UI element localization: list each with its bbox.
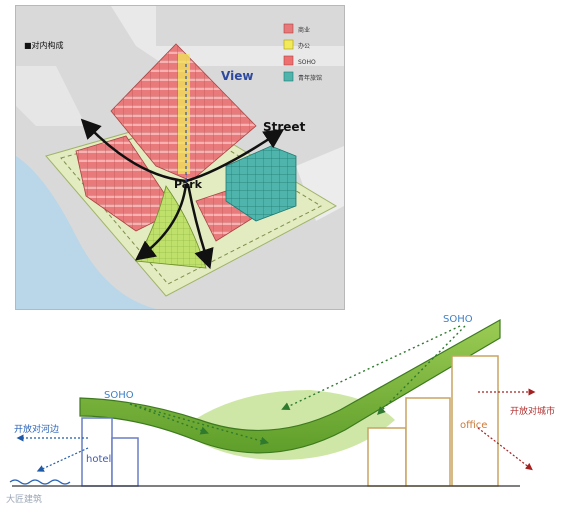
legend-label-office: 办公 <box>298 42 310 50</box>
city-arrow-2 <box>477 427 533 471</box>
street-label: Street <box>263 120 306 134</box>
arrow-to-park-southwest <box>135 183 188 261</box>
axonometric-diagram-panel: ■对内构成 View Street Park 商业 办公 SOHO 青年旅馆 <box>15 5 345 310</box>
river <box>16 156 156 309</box>
office-label: office <box>460 420 487 431</box>
legend-swatch-commercial <box>283 23 294 34</box>
road <box>16 66 86 126</box>
road <box>296 146 344 221</box>
green-roof-band <box>79 318 501 454</box>
legend-label-soho: SOHO <box>298 59 316 66</box>
river-arrow-2 <box>36 447 89 472</box>
section-diagram: hotel office SOHO SOHO 开放对河边 开放对城市 大匠建筑 <box>6 314 555 505</box>
arrow-to-street <box>185 128 285 183</box>
legend-label-commercial: 商业 <box>298 26 310 34</box>
arrow-to-view-northwest <box>80 118 187 183</box>
soho-arrow-left-1 <box>129 403 209 435</box>
legend-swatch-office <box>283 39 294 50</box>
legend-swatch-youth-hostel <box>283 71 294 82</box>
park-label: Park <box>174 178 203 191</box>
view-label: View <box>221 69 253 83</box>
river-waves <box>9 479 71 485</box>
soho-label-top: SOHO <box>443 314 473 325</box>
hotel-label: hotel <box>86 454 111 465</box>
hotel-block-short <box>111 437 139 487</box>
soho-arrow-top-1 <box>281 325 461 411</box>
legend-title: ■对内构成 <box>24 40 64 50</box>
office-block-1 <box>367 427 407 487</box>
watermark: 大匠建筑 <box>6 493 42 505</box>
soho-label-left: SOHO <box>104 390 134 401</box>
soho-arrow-top-2 <box>377 325 466 415</box>
legend-label-youth-hostel: 青年旅馆 <box>298 74 322 82</box>
river-side-label: 开放对河边 <box>14 423 59 435</box>
city-side-label: 开放对城市 <box>510 405 555 417</box>
legend-swatch-soho <box>283 55 294 66</box>
axonometric-diagram: ■对内构成 View Street Park 商业 办公 SOHO 青年旅馆 <box>16 6 344 309</box>
legend: 商业 办公 SOHO 青年旅馆 <box>283 23 322 82</box>
soho-arrow-left-2 <box>129 403 270 445</box>
office-block-2 <box>405 397 451 487</box>
hotel-block-tall <box>81 417 113 487</box>
arrow-to-park-south <box>186 183 214 270</box>
office-core <box>178 54 190 174</box>
section-diagram-panel: hotel office SOHO SOHO 开放对河边 开放对城市 大匠建筑 <box>0 310 583 506</box>
